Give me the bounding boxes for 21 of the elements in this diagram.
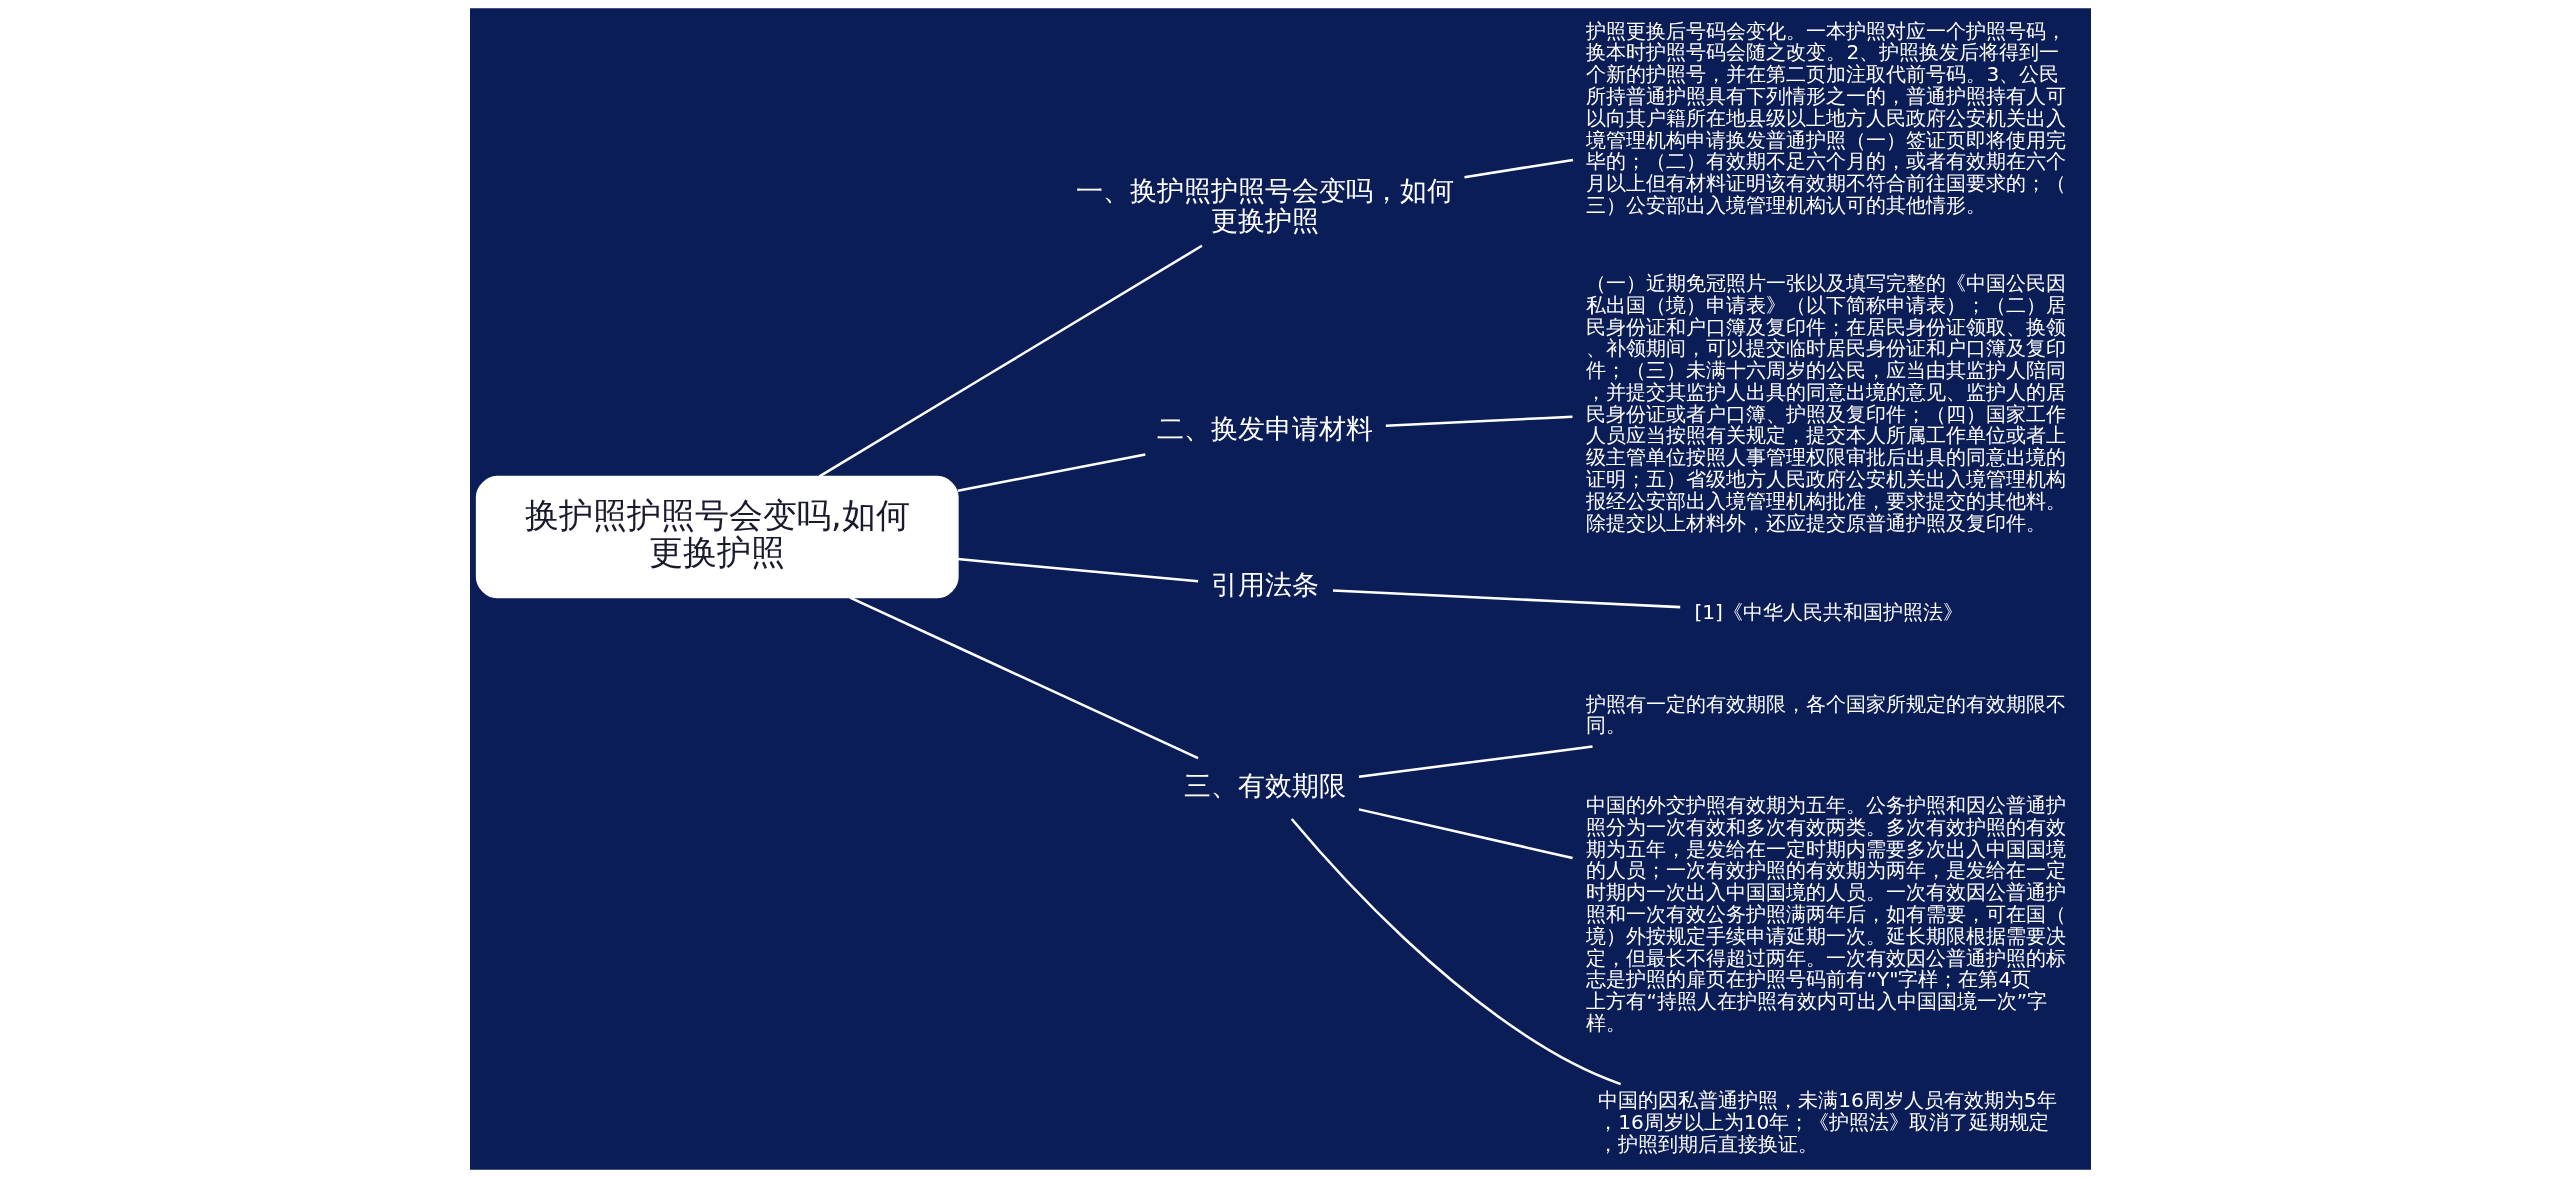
connector [1332, 589, 1680, 609]
node-text: 中国的因私普通护照，未满16周岁人员有效期为5年，16周岁以上为10年；《护照法》取消了延期规定，护照到期后直接换证。 [1597, 1088, 2057, 1156]
node-text: 二、换发申请材料 [1156, 412, 1373, 444]
connector [1385, 415, 1573, 427]
node-text: 中国的外交护照有效期为五年。公务护照和因公普通护照分为一次有效和多次有效两类。多次有效护照的有效期为五年，是发给在一定时期内需要多次出入中国国境的人员；一次有效护照的有效期为两年，是发给在一定时期内一次出入中国国境的人员。一次有效因公普通护照和一次有效公务护照满两年后，如有需要，可在国（境）外按规定手续申请延期一次。延长期限根据需要决定，但最长不得超过两年。一次有效因公普通护照的标志是护照的扉页在护照号码前有“Y"字样；在第4页上方有“持照人在护照有效内可出入中国国境一次”字样。 [1585, 793, 2066, 1036]
connector [957, 453, 1145, 492]
node-text: [1]《中华人民共和国护照法》 [1693, 600, 1963, 625]
connector [1463, 158, 1573, 179]
node-text: 一、换护照护照号会变吗，如何更换护照 [1075, 174, 1454, 236]
connector [1358, 808, 1573, 860]
node-text: 引用法条 [1210, 568, 1319, 600]
node-box: 换护照护照号会变吗,如何更换护照 [475, 475, 959, 599]
connector [818, 244, 1203, 478]
node-text: 护照更换后号码会变化。一本护照对应一个护照号码，换本时护照号码会随之改变。2、护照换发后将得到一个新的护照号，并在第二页加注取代前号码。3、公民所持普通护照具有下列情形之一的，普通护照持有人可以向其户籍所在地县级以上地方人民政府公安机关出入境管理机构申请换发普通护照（一）签证页即将使用完毕的；（二）有效期不足六个月的，或者有效期在六个月以上但有材料证明该有效期不符合前往国要求的；（三）公安部出入境管理机构认可的其他情形。 [1585, 18, 2066, 217]
connector [1290, 818, 1621, 1086]
connector [1358, 745, 1593, 778]
connector [957, 557, 1198, 583]
node-text: 护照有一定的有效期限，各个国家所规定的有效期限不同。 [1585, 691, 2066, 738]
node-text: （一）近期免冠照片一张以及填写完整的《中国公民因私出国（境）申请表》（以下简称申请表）；（二）居民身份证和户口簿及复印件；在居民身份证领取、换领、补领期间，可以提交临时居民身份证和户口簿及复印件；（三）未满十六周岁的公民，应当由其监护人陪同，并提交其监护人出具的同意出境的意见、监护人的居民身份证或者户口簿、护照及复印件；（四）国家工作人员应当按照有关规定，提交本人所属工作单位或者上级主管单位按照人事管理权限审批后出具的同意出境的证明；五）省级地方人民政府公安机关出入境管理机构报经公安部出入境管理机构批准，要求提交的其他料。除提交以上材料外，还应提交原普通护照及复印件。 [1585, 270, 2066, 535]
connector [849, 596, 1199, 760]
node-text: 三、有效期限 [1183, 769, 1346, 801]
